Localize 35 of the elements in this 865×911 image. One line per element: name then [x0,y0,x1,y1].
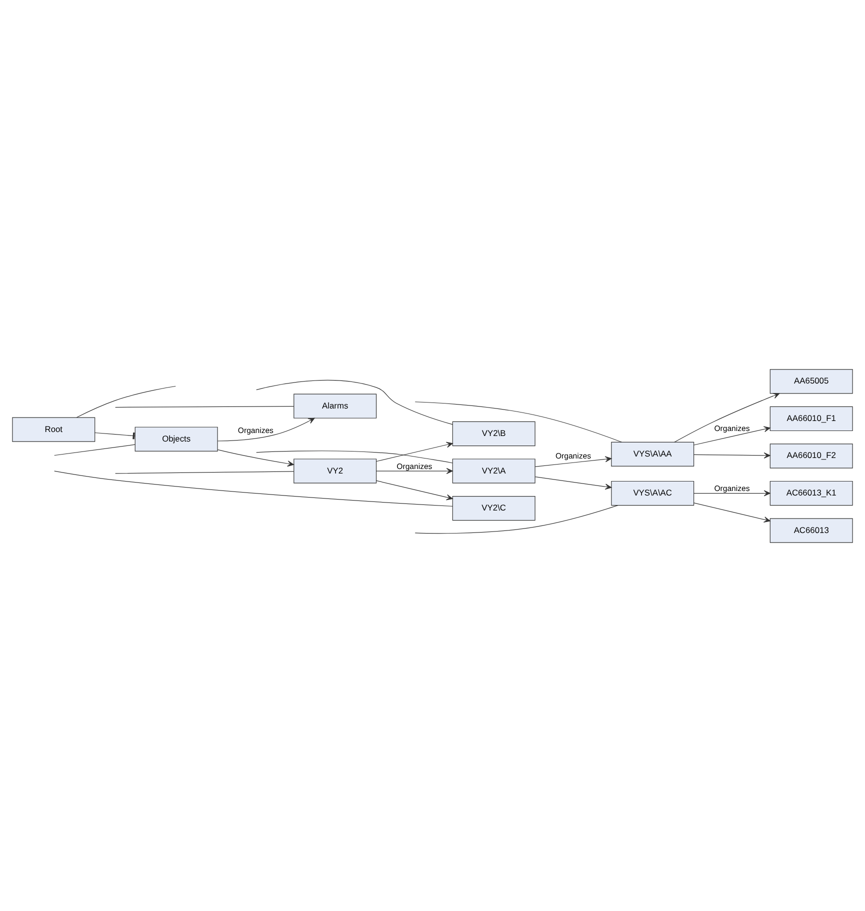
node-box: AA66010_F1 [770,406,853,431]
arrow [674,392,780,442]
arrow [534,456,612,466]
node-box: VY2\C [452,496,536,520]
node-box: VY2\B [452,420,536,446]
arrow [217,448,294,466]
connector [76,385,176,418]
arrow [694,490,770,496]
arrow [376,468,453,474]
arrow [694,426,770,445]
arrow [534,476,612,490]
connector [256,450,453,463]
node-box: AA66010_F2 [770,443,853,468]
arrow [694,502,770,522]
connector [54,444,136,456]
connector [256,380,453,424]
node-box: AC66013 [770,518,853,542]
node-box: VY2\A [452,458,536,483]
arrow [694,452,770,458]
node-box: Objects [134,426,218,451]
connector [115,406,294,408]
node-box: VYS\A\AC [611,480,694,506]
connector [414,504,618,534]
arrow [376,441,453,462]
node-box: Alarms [294,393,377,418]
node-box: AA65005 [770,368,853,394]
connector [115,470,294,474]
node-box: AC66013_K1 [770,480,853,506]
connector [54,470,453,506]
node-box: VY2 [294,458,377,483]
node-box: Root [12,416,96,442]
arrow [217,417,315,441]
arrow [376,480,453,500]
connector [414,401,622,442]
node-box: VYS\A\AA [611,441,694,466]
